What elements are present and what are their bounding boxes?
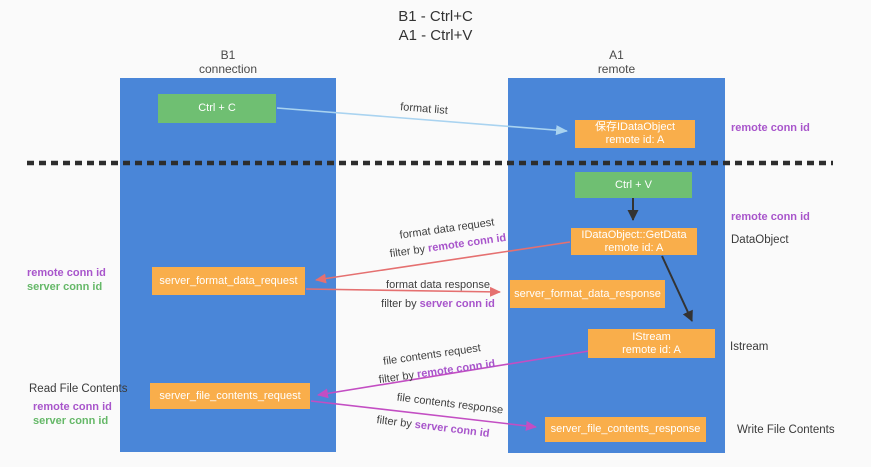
right-label-remote-conn-id-top: remote conn id (731, 122, 810, 134)
lane-header-a1: A1 remote (508, 48, 725, 76)
title-line-1: B1 - Ctrl+C (398, 8, 473, 25)
right-label-remote-conn-id-mid: remote conn id (731, 211, 810, 223)
filter-key-server-conn-id: server conn id (419, 298, 495, 310)
getdata-line1: IDataObject::GetData (581, 228, 687, 241)
ctrl-c-label: Ctrl + C (198, 102, 236, 114)
edge-label-format-data-response: format data response (386, 279, 490, 291)
left-label-file-conn-ids: remote conn id server conn id (33, 400, 112, 428)
filter-by-text: filter by (381, 298, 417, 310)
left-file-remote-conn-id: remote conn id (33, 401, 112, 413)
node-server-file-contents-request: server_file_contents_request (150, 383, 310, 409)
edge-label-file-contents-response: file contents response (396, 391, 504, 417)
istream-line1: IStream (632, 330, 671, 343)
filter-by-text: filter by (378, 369, 415, 387)
diagram-title: B1 - Ctrl+C A1 - Ctrl+V (0, 7, 871, 45)
node-ctrl-c: Ctrl + C (158, 94, 276, 123)
right-label-dataobject: DataObject (731, 234, 789, 246)
left-label-format-conn-ids: remote conn id server conn id (27, 266, 106, 294)
edge-label-format-data-response-filter: filter by server conn id (381, 298, 495, 310)
server-file-contents-request-label: server_file_contents_request (159, 389, 301, 402)
filter-by-text: filter by (389, 243, 426, 261)
save-idataobject-line2: remote id: A (605, 134, 665, 146)
left-format-remote-conn-id: remote conn id (27, 267, 106, 279)
lane-b1-subtitle: connection (198, 62, 258, 76)
lane-header-b1: B1 connection (120, 48, 336, 76)
node-server-file-contents-response: server_file_contents_response (545, 417, 706, 442)
edge-label-format-list: format list (399, 101, 449, 117)
lane-b1-title: B1 (220, 48, 236, 62)
node-server-format-data-response: server_format_data_response (510, 280, 665, 308)
ctrl-v-label: Ctrl + V (615, 178, 652, 191)
istream-line2: remote id: A (622, 343, 681, 356)
lane-a1-title: A1 (609, 48, 624, 62)
node-idataobject-getdata: IDataObject::GetData remote id: A (571, 228, 697, 255)
node-save-idataobject: 保存IDataObject remote id: A (575, 120, 695, 148)
node-istream: IStream remote id: A (588, 329, 715, 358)
edge-label-file-contents-response-filter: filter by server conn id (376, 414, 490, 440)
right-label-write-file-contents: Write File Contents (737, 424, 835, 436)
server-format-data-request-label: server_format_data_request (159, 274, 298, 287)
server-format-data-response-label: server_format_data_response (514, 287, 661, 300)
right-label-istream: Istream (730, 341, 769, 353)
getdata-line2: remote id: A (604, 241, 664, 254)
filter-by-text: filter by (375, 414, 413, 431)
node-server-format-data-request: server_format_data_request (152, 267, 305, 295)
filter-key-server-conn-id: server conn id (414, 418, 491, 440)
left-label-read-file-contents: Read File Contents (29, 383, 128, 395)
save-idataobject-line1: 保存IDataObject (594, 121, 676, 133)
lane-a1-subtitle: remote (597, 62, 636, 76)
left-format-server-conn-id: server conn id (27, 281, 103, 293)
server-file-contents-response-label: server_file_contents_response (550, 423, 701, 435)
title-line-2: A1 - Ctrl+V (398, 27, 473, 44)
left-file-server-conn-id: server conn id (33, 415, 109, 427)
node-ctrl-v: Ctrl + V (575, 172, 692, 198)
